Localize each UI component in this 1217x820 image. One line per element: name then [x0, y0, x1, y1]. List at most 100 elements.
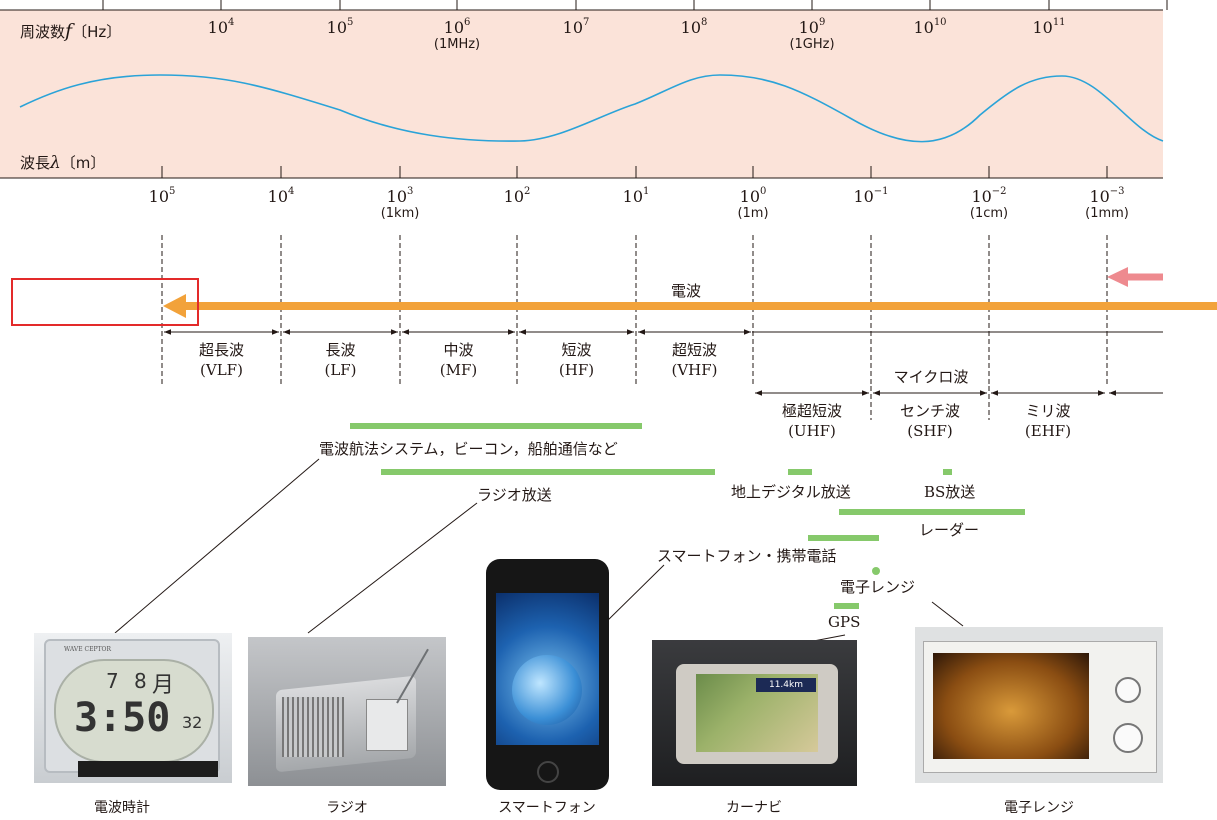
- frequency-axis-label: 周波数f〔Hz〕: [20, 20, 122, 42]
- tick-note: (1cm): [969, 206, 1009, 221]
- frequency-axis: [0, 0, 1168, 11]
- band-name: 短波: [561, 341, 592, 359]
- radar-label: レーダー: [919, 521, 980, 539]
- frequency-tick-label: 1010: [913, 17, 946, 37]
- tick-exponent: 1: [642, 185, 650, 197]
- navigation-bar: [350, 423, 642, 429]
- tick-exponent: 7: [582, 16, 590, 28]
- microwave-oven-dot: [872, 567, 880, 575]
- wavelength-tick-label: 10−2(1cm): [969, 185, 1009, 221]
- gps-label: GPS: [828, 613, 861, 631]
- digital-tv-label: 地上デジタル放送: [731, 483, 851, 501]
- tick-base: 10: [798, 18, 819, 37]
- tick-base: 10: [386, 187, 407, 206]
- band-name: 超長波: [198, 341, 245, 359]
- radio-broadcast-bar: [381, 469, 715, 475]
- tick-base: 10: [853, 187, 874, 206]
- band-name: センチ波: [899, 402, 961, 420]
- frequency-tick-label: 105: [326, 16, 354, 37]
- caption-radio-clock: 電波時計: [94, 800, 150, 816]
- tick-note: (1mm): [1085, 206, 1129, 221]
- wavelength-tick-label: 100(1m): [737, 185, 768, 221]
- tick-base: 10: [1089, 187, 1110, 206]
- tick-exponent: −3: [1109, 185, 1125, 197]
- tick-exponent: 5: [168, 185, 176, 197]
- frequency-tick-label: 109 (1GHz): [789, 16, 835, 52]
- tick-exponent: −2: [991, 185, 1007, 197]
- wave-curve: [19, 74, 1164, 143]
- smartphone-bar: [808, 535, 879, 541]
- tick-exponent: 3: [406, 185, 414, 197]
- wavelength-guides: [161, 235, 1108, 420]
- caption-radio: ラジオ: [326, 800, 368, 816]
- microwave-oven-label: 電子レンジ: [840, 578, 916, 596]
- wavelength-tick-label: 102: [503, 185, 531, 206]
- band-abbreviation: (LF): [324, 361, 357, 379]
- tick-base: 10: [207, 18, 228, 37]
- frequency-tick-label: 104: [207, 16, 235, 37]
- tick-exponent: 4: [287, 185, 295, 197]
- tick-exponent: 11: [1052, 16, 1066, 28]
- radar-bar: [839, 509, 1025, 515]
- band-abbreviation: (MF): [439, 361, 478, 379]
- radio-photo: [248, 637, 446, 786]
- leader-lines: [114, 458, 964, 644]
- tick-note: (1GHz): [789, 37, 835, 52]
- microwave-band-label: ミリ波(EHF): [1025, 401, 1071, 441]
- tick-exponent: 8: [700, 16, 708, 28]
- caption-car-navi: カーナビ: [726, 800, 782, 816]
- tick-exponent: 5: [346, 16, 354, 28]
- band-abbreviation: (SHF): [907, 422, 953, 440]
- tick-base: 10: [562, 18, 583, 37]
- radio-wave-arrowhead: [163, 294, 186, 318]
- band-name: 極超短波: [781, 402, 843, 420]
- band-arrows: [164, 329, 1163, 396]
- wavelength-tick-label: 10−1: [853, 186, 888, 206]
- next-region-arrowhead: [1107, 267, 1128, 287]
- wavelength-tick-label: 103 (1km): [380, 185, 420, 221]
- microwave-oven-photo: [915, 627, 1163, 783]
- caption-microwave-oven: 電子レンジ: [1004, 800, 1074, 816]
- tick-base: 10: [739, 187, 760, 206]
- band-label: 超長波(VLF): [199, 340, 244, 380]
- car-navi-photo: 11.4km: [652, 640, 857, 786]
- bs-bar: [943, 469, 952, 475]
- tick-note: (1km): [380, 206, 420, 221]
- highlight-box: [11, 278, 199, 326]
- use-bars: [350, 423, 1025, 609]
- tick-base: 10: [913, 18, 934, 37]
- spectrum-band: [0, 10, 1163, 178]
- tick-base: 10: [680, 18, 701, 37]
- tick-exponent: 9: [818, 16, 826, 28]
- band-label: 短波 (HF): [559, 340, 594, 380]
- band-abbreviation: (HF): [558, 361, 595, 379]
- tick-base: 10: [326, 18, 347, 37]
- frequency-tick-label: 107: [562, 16, 590, 37]
- band-name: 中波: [443, 341, 474, 359]
- tick-base: 10: [1032, 18, 1053, 37]
- band-label: 超短波(VHF): [671, 340, 717, 380]
- navigation-label: 電波航法システム，ビーコン，船舶通信など: [319, 440, 618, 458]
- tick-exponent: 0: [759, 185, 767, 197]
- tick-base: 10: [503, 187, 524, 206]
- radio-wave-label: 電波: [670, 282, 702, 300]
- digital-tv-bar: [788, 469, 812, 475]
- radio-broadcast-label: ラジオ放送: [477, 486, 552, 504]
- tick-exponent: 4: [227, 16, 235, 28]
- band-name: 長波: [325, 341, 356, 359]
- frequency-tick-label: 106(1MHz): [433, 17, 481, 52]
- wavelength-tick-label: 105: [149, 185, 176, 206]
- microwave-band-label: 極超短波(UHF): [782, 401, 842, 441]
- microwave-label: マイクロ波: [893, 368, 969, 386]
- wavelength-tick-label: 101: [623, 185, 650, 206]
- tick-base: 10: [443, 18, 464, 37]
- smartphone-label: スマートフォン・携帯電話: [657, 547, 837, 565]
- wavelength-tick-label: 10−3 (1mm): [1085, 185, 1129, 221]
- tick-note: (1MHz): [433, 37, 481, 52]
- tick-exponent: 2: [523, 185, 531, 197]
- radio-clock-photo: WAVE CEPTOR 7 8 月 3:50 32: [34, 633, 232, 783]
- wavelength-axis: [0, 166, 1163, 179]
- microwave-band-label: センチ波 (SHF): [900, 401, 960, 441]
- band-name: 超短波: [671, 341, 717, 359]
